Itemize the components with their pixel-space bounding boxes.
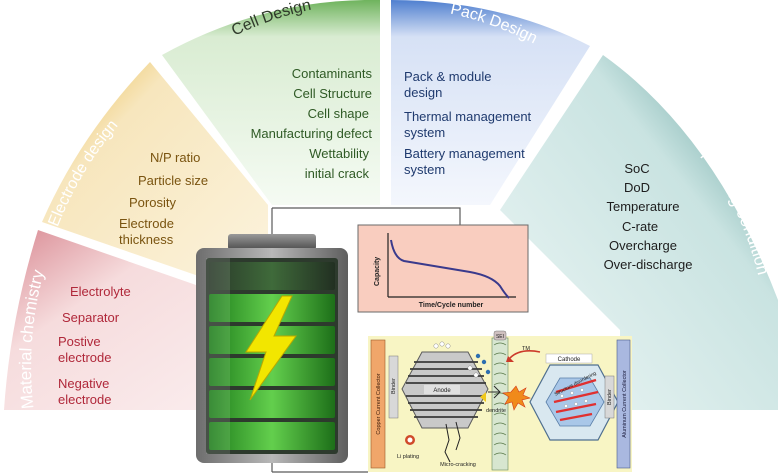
- copper-collector-label: Copper Current Collector: [376, 373, 382, 434]
- material-item: Electrolyte: [70, 284, 131, 299]
- sector-pack-design: [391, 0, 590, 205]
- anode-label: Anode: [433, 388, 451, 394]
- sei-label: SEI: [496, 334, 504, 340]
- cathode-label: Cathode: [558, 357, 581, 363]
- battery-cell: [209, 358, 335, 386]
- electrode-item: Electrode: [119, 216, 174, 231]
- operating-item: C-rate: [622, 219, 658, 234]
- battery-cell: [209, 294, 335, 322]
- degradation-mechanism-illustration: Copper Current Collector Binder Anode Mi…: [368, 330, 632, 472]
- battery-cell: [209, 390, 335, 418]
- operating-condition-items: SoC DoD Temperature C-rate Overcharge Ov…: [604, 161, 693, 272]
- pack-design-items: Pack & module design Thermal management …: [404, 69, 532, 177]
- tm-label: TM: [522, 346, 530, 352]
- sector-operating-shape: [500, 55, 778, 410]
- pack-item: system: [404, 125, 445, 140]
- tm-arrow: [509, 350, 541, 359]
- battery-cell: [209, 262, 335, 290]
- cell-item: Contaminants: [292, 66, 373, 81]
- pack-item: Pack & module: [404, 69, 491, 84]
- material-item: electrode: [58, 392, 111, 407]
- material-item: electrode: [58, 350, 111, 365]
- reaction-burst: [502, 385, 531, 411]
- dendrite: [488, 385, 501, 399]
- aluminum-current-collector: [616, 339, 631, 469]
- capacity-curve: [390, 239, 510, 299]
- lithium-ions: [433, 341, 491, 378]
- sector-electrode-design: [42, 62, 268, 300]
- battery-cell: [209, 422, 335, 450]
- capacity-chart-ylabel: Capacity: [374, 257, 381, 286]
- electrode-item: Particle size: [138, 173, 208, 188]
- capacity-chart: Capacity Time/Cycle number: [357, 224, 529, 313]
- capacity-chart-xlabel: Time/Cycle number: [419, 302, 484, 309]
- operating-item: DoD: [624, 180, 650, 195]
- operating-item: Temperature: [607, 199, 680, 214]
- sector-pack-shape: [391, 0, 590, 205]
- material-item: Negative: [58, 376, 109, 391]
- cell-design-items: Contaminants Cell Structure Cell shape M…: [251, 66, 373, 181]
- sei-badge: [493, 330, 507, 341]
- electrode-design-items: N/P ratio Particle size Porosity Electro…: [119, 150, 208, 247]
- cell-item: Cell Structure: [293, 86, 372, 101]
- cell-item: Cell shape: [308, 106, 369, 121]
- li-plating-label: Li plating: [397, 454, 419, 460]
- dendrite-label: dendrite: [486, 408, 506, 414]
- operating-item: Over-discharge: [604, 257, 693, 272]
- battery-terminal: [228, 234, 316, 250]
- binder-right-label: Binder: [607, 389, 613, 405]
- cell-item: initial crack: [305, 166, 370, 181]
- micro-crack: [455, 421, 461, 451]
- pack-item: Battery management: [404, 146, 525, 161]
- material-item: Postive: [58, 334, 101, 349]
- binder-left: [388, 355, 399, 419]
- electrode-item: N/P ratio: [150, 150, 200, 165]
- material-item: Separator: [62, 310, 120, 325]
- pack-item: design: [404, 85, 442, 100]
- electrode-item: thickness: [119, 232, 174, 247]
- lightning-bolt-icon: [245, 295, 297, 401]
- sector-cell-shape: [162, 0, 380, 205]
- material-chemistry-items: Electrolyte Separator Postive electrode …: [58, 284, 131, 407]
- sector-operating-condition: [500, 55, 778, 410]
- sector-cell-design: [162, 0, 380, 205]
- battery-icon: [196, 234, 348, 463]
- pack-item: Thermal management: [404, 109, 532, 124]
- cell-item: Manufacturing defect: [251, 126, 373, 141]
- pack-item: system: [404, 162, 445, 177]
- sector-electrode-shape: [42, 62, 268, 300]
- operating-item: Overcharge: [609, 238, 677, 253]
- operating-item: SoC: [624, 161, 649, 176]
- binder-left-label: Binder: [391, 378, 397, 394]
- electrode-item: Porosity: [129, 195, 176, 210]
- cell-item: Wettability: [309, 146, 369, 161]
- micro-cracking-label: Micro-cracking: [440, 462, 476, 468]
- aluminum-collector-label: Aluminum Current Collector: [622, 370, 628, 438]
- micro-crack: [444, 423, 451, 463]
- binder-right: [604, 375, 615, 419]
- copper-current-collector: [370, 339, 386, 469]
